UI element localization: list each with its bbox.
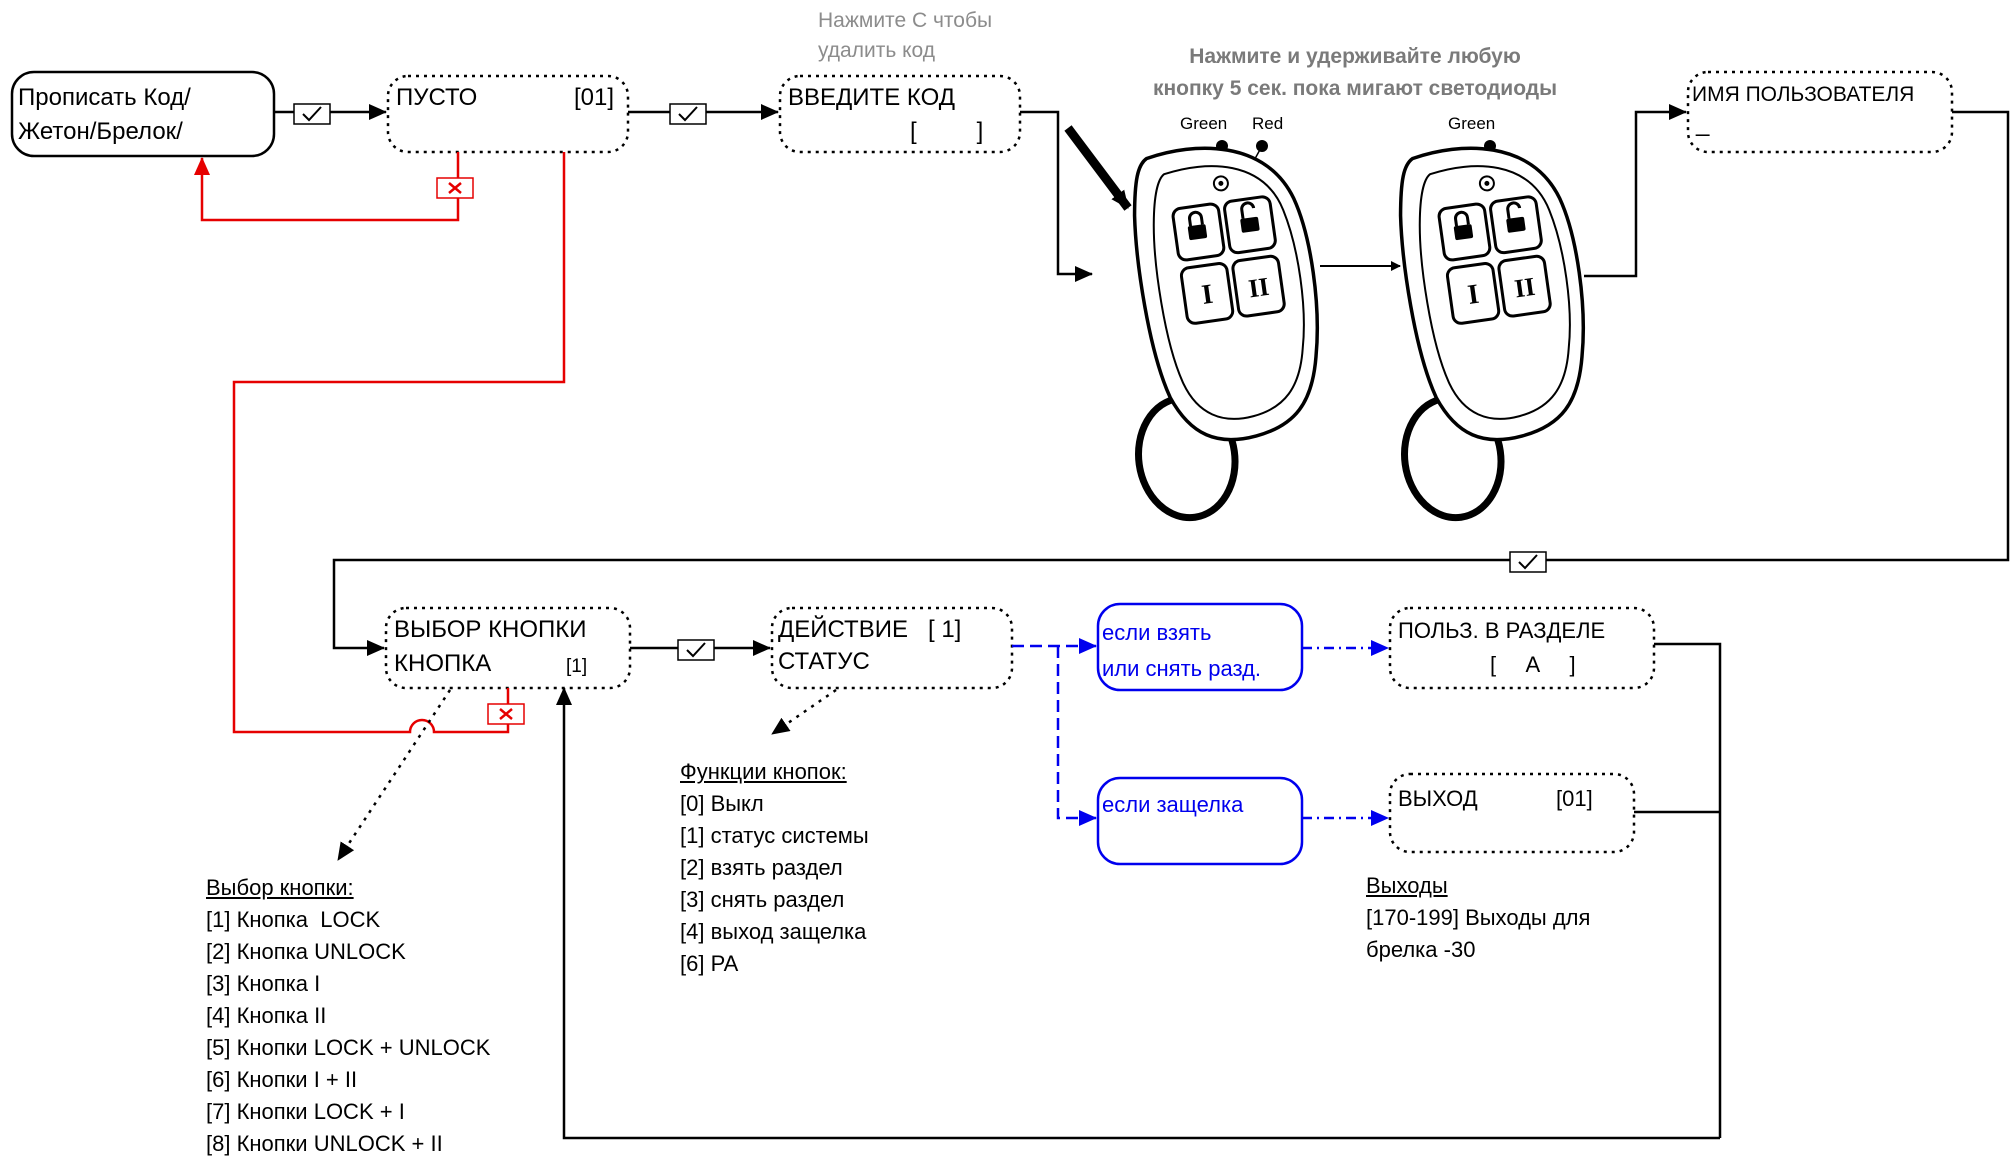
list-item: [5] Кнопки LOCK + UNLOCK (206, 1035, 491, 1060)
optional-line-action-to-latch (1056, 646, 1097, 826)
user-partition-box (1388, 606, 1656, 690)
cancel-line-select (232, 152, 566, 734)
list-item: [170-199] Выходы для (1366, 905, 1591, 930)
button-select-line2: КНОПКА (394, 650, 492, 677)
list-item: [4] Кнопка II (206, 1003, 327, 1028)
output-label: ВЫХОД (1398, 786, 1478, 811)
action-line2: СТАТУС (778, 648, 870, 675)
list-item: [3] Кнопка I (206, 971, 321, 996)
condition-arm-line2: или снять разд. (1102, 656, 1262, 681)
condition-latch-box (1096, 776, 1304, 866)
list-item: [6] Кнопки I + II (206, 1067, 358, 1092)
hint-delete-line1: Нажмите С чтобы (818, 9, 993, 32)
enter-code-box (778, 74, 1022, 154)
button-list: Выбор кнопки: [1] Кнопка LOCK [2] Кнопка… (206, 872, 490, 1160)
keyfob-remote-icon (1363, 134, 1611, 524)
output-box (1388, 772, 1636, 854)
list-item: [1] Кнопка LOCK (206, 907, 381, 932)
function-list: Функции кнопок: [0] Выкл [1] статус сист… (680, 756, 869, 980)
keyfob-remote-icon (1097, 134, 1345, 524)
action-line1: ДЕЙСТВИЕ [ 1] (778, 616, 962, 643)
enter-code-label: ВВЕДИТЕ КОД (788, 84, 955, 111)
button-select-line1: ВЫБОР КНОПКИ (394, 616, 587, 643)
user-partition-value: [ A ] (1490, 652, 1576, 677)
list-item: [0] Выкл (680, 791, 764, 816)
user-partition-label: ПОЛЬЗ. В РАЗДЕЛЕ (1398, 618, 1606, 643)
checkmark-icon (293, 103, 331, 125)
arrow-enter-to-fob (1020, 110, 1093, 282)
checkmark-icon (677, 639, 715, 661)
arrow-fob-to-username (1584, 104, 1687, 278)
button-select-number: [1] (566, 656, 588, 677)
x-icon (487, 703, 525, 725)
hint-hold-line2: кнопку 5 сек. пока мигают светодиоды (1152, 77, 1558, 100)
return-line-partition (1654, 642, 1722, 1138)
arrow-username-to-select (332, 110, 2010, 656)
empty-number: [01] (574, 84, 615, 111)
cancel-line-empty (194, 152, 460, 222)
arrow-return-to-select (556, 687, 1720, 1140)
function-list-title: Функции кнопок: (680, 759, 847, 784)
output-number: [01] (1556, 786, 1593, 811)
start-line1: Прописать Код/ (18, 84, 191, 111)
list-item: [2] Кнопка UNLOCK (206, 939, 406, 964)
list-item: [4] выход защелка (680, 919, 867, 944)
condition-latch-label: если защелка (1102, 792, 1244, 817)
action-box (770, 606, 1014, 690)
button-list-title: Выбор кнопки: (206, 875, 354, 900)
list-item: [7] Кнопки LOCK + I (206, 1099, 405, 1124)
username-label: ИМЯ ПОЛЬЗОВАТЕЛЯ (1692, 83, 1915, 106)
hint-hold-line1: Нажмите и удерживайте любую (1189, 45, 1521, 68)
led-green-label: Green (1180, 114, 1228, 133)
list-item: [8] Кнопки UNLOCK + II (206, 1131, 443, 1156)
led-red-label: Red (1252, 114, 1284, 133)
output-list: Выходы [170-199] Выходы для брелка -30 (1366, 870, 1590, 966)
enter-code-field: [ ] (910, 118, 984, 145)
username-cursor: _ (1696, 110, 1710, 137)
hint-delete-line2: удалить код (818, 39, 936, 62)
start-box (10, 70, 276, 158)
pointer-to-function-list (771, 688, 837, 736)
start-line2: Жетон/Брелок/ (18, 118, 183, 145)
condition-arm-line1: если взять (1102, 620, 1212, 645)
arrow-pointer-fob (1064, 125, 1132, 211)
list-item: брелка -30 (1366, 937, 1476, 962)
x-icon (436, 177, 474, 199)
list-item: [6] PA (680, 951, 739, 976)
pointer-to-button-list (336, 689, 452, 861)
output-list-title: Выходы (1366, 873, 1448, 898)
checkmark-icon (669, 103, 707, 125)
led-green-label-2: Green (1448, 114, 1496, 133)
empty-label: ПУСТО (396, 84, 478, 111)
username-box (1686, 70, 1954, 154)
empty-box (386, 74, 630, 154)
list-item: [3] снять раздел (680, 887, 845, 912)
checkmark-icon (1509, 551, 1547, 573)
list-item: [2] взять раздел (680, 855, 843, 880)
list-item: [1] статус системы (680, 823, 869, 848)
